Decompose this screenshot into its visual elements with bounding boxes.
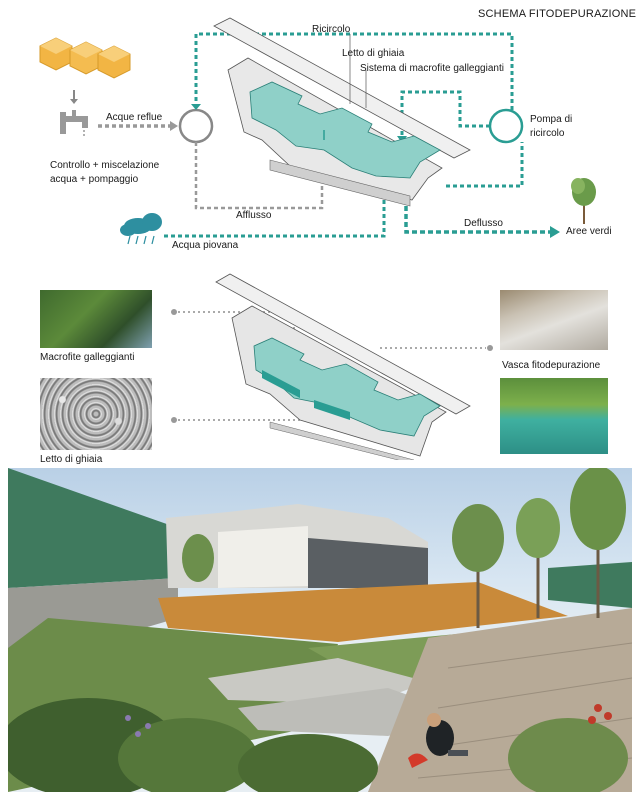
faucet-icon: [60, 110, 88, 136]
label-ricircolo: Ricircolo: [312, 24, 351, 35]
photo-vasca-finished: [500, 378, 608, 454]
label-aree-verdi: Aree verdi: [566, 226, 612, 237]
label-sistema-macrofite: Sistema di macrofite galleggianti: [360, 63, 504, 74]
label-acque-reflue: Acque reflue: [106, 112, 163, 123]
tree-icon: [571, 178, 596, 224]
label-controllo-1: Controllo + miscelazione: [50, 160, 160, 171]
label-pompa-1: Pompa di: [530, 114, 573, 125]
label-acqua-piovana: Acqua piovana: [172, 240, 239, 251]
section-diagram: [171, 273, 493, 460]
label-letto-ghiaia: Letto di ghiaia: [342, 48, 405, 59]
garden-render: [8, 468, 632, 792]
control-circle: [178, 108, 214, 144]
label-afflusso: Afflusso: [236, 210, 272, 221]
label-macrofite-galleggianti: Macrofite galleggianti: [40, 352, 135, 363]
photo-ghiaia: [40, 378, 152, 450]
photo-macrofite: [40, 290, 152, 348]
photo-vasca-construction: [500, 290, 608, 350]
pump-circle: [488, 108, 524, 144]
schema-diagram: [39, 17, 596, 245]
label-vasca-fitodepurazione: Vasca fitodepurazione: [502, 360, 601, 371]
rain-cloud-icon: [120, 213, 162, 245]
label-controllo-2: acqua + pompaggio: [50, 174, 139, 185]
label-deflusso: Deflusso: [464, 218, 503, 229]
basin-axonometric-top: [213, 17, 471, 207]
label-pompa-2: ricircolo: [530, 128, 565, 139]
label-letto-ghiaia-bottom: Letto di ghiaia: [40, 454, 103, 465]
building-cluster-icon: [39, 37, 131, 79]
page-title: SCHEMA FITODEPURAZIONE: [478, 8, 637, 20]
